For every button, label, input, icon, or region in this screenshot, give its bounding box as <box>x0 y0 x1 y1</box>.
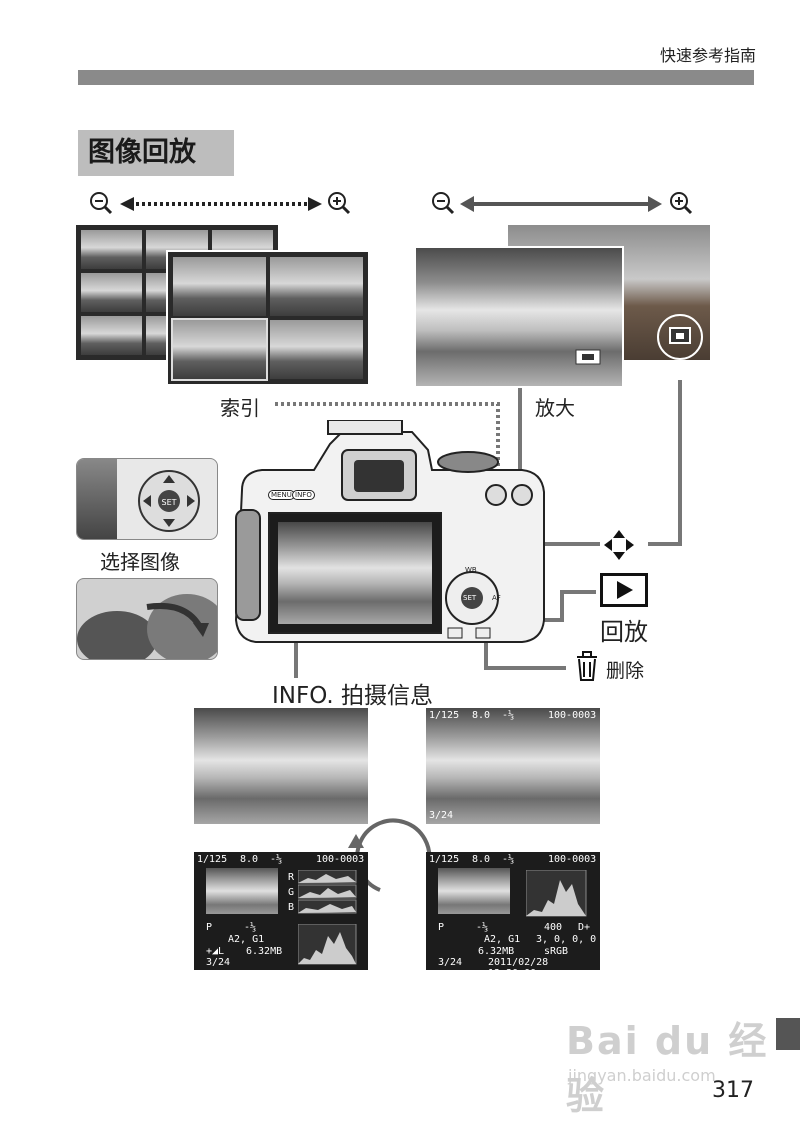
info-label: INFO. 拍摄信息 <box>272 683 434 709</box>
basic-exposure: -⅓ <box>502 710 515 721</box>
display-no-info <box>194 708 368 824</box>
rgb-folder: 100-0003 <box>316 854 365 865</box>
af-label: AF <box>492 594 501 602</box>
side-tab <box>776 1018 800 1050</box>
full-comp: -⅓ <box>476 922 489 933</box>
rgb-wb: A2, G1 <box>228 934 265 945</box>
lcd-screen <box>268 512 442 634</box>
index-grid-4 <box>166 250 370 386</box>
zoom-out-icon <box>432 192 455 215</box>
menu-button[interactable]: MENU <box>268 490 295 500</box>
info-button[interactable]: INFO <box>292 490 315 500</box>
zoom-out-icon <box>90 192 113 215</box>
trash-icon <box>577 651 597 681</box>
full-size: 6.32MB <box>478 946 515 957</box>
r-label: R <box>288 872 295 883</box>
full-wb: A2, G1 <box>484 934 521 945</box>
section-title: 图像回放 <box>78 130 234 176</box>
basic-aperture: 8.0 <box>472 710 491 721</box>
display-basic-info: 1/125 8.0 -⅓ 100-0003 3/24 <box>426 708 600 824</box>
page-number: 317 <box>712 1078 754 1103</box>
select-image-label: 选择图像 <box>100 550 180 574</box>
full-aperture: 8.0 <box>472 854 491 865</box>
full-count: 3/24 <box>438 957 463 968</box>
normal-image <box>414 246 624 388</box>
header-title: 快速参考指南 <box>659 46 756 65</box>
watermark-brand: Bai du 经验 <box>566 1019 769 1118</box>
rgb-aperture: 8.0 <box>240 854 259 865</box>
magnify-zoom-arrow <box>432 192 693 215</box>
playback-icon[interactable] <box>600 573 648 607</box>
camera-back: MENU INFO WB SET AF <box>232 420 548 652</box>
watermark-url: jingyan.baidu.com <box>568 1066 716 1085</box>
full-ps: 3, 0, 0, 0 <box>536 934 597 945</box>
zoom-in-icon <box>328 192 351 215</box>
rgb-thumb <box>206 868 278 914</box>
brightness-histogram <box>298 924 357 965</box>
index-zoom-arrow <box>90 192 351 215</box>
full-dplus: D+ <box>578 922 591 933</box>
magnify-label: 放大 <box>535 396 575 420</box>
basic-count: 3/24 <box>429 810 454 821</box>
index-label: 索引 <box>220 396 260 420</box>
header-rule <box>78 70 754 85</box>
full-mode: P <box>438 922 445 933</box>
basic-folder: 100-0003 <box>548 710 597 721</box>
set-button[interactable]: SET <box>463 594 477 602</box>
display-full-info: 1/125 8.0 -⅓ 100-0003 P -⅓ 400 D+ A2, G1… <box>426 852 600 979</box>
multi-controller-illustration: SET <box>76 458 218 540</box>
full-colorspace: sRGB <box>544 946 569 957</box>
full-exposure: -⅓ <box>502 854 515 865</box>
full-folder: 100-0003 <box>548 854 597 865</box>
basic-shutter: 1/125 <box>429 710 460 721</box>
rgb-mode: P <box>206 922 213 933</box>
rgb-count: 3/24 <box>206 957 231 968</box>
rgb-exposure: -⅓ <box>270 854 283 865</box>
rgb-quality: +◢L <box>206 946 225 957</box>
delete-label: 删除 <box>606 660 645 682</box>
rgb-comp: -⅓ <box>244 922 257 933</box>
rgb-histogram <box>298 870 357 914</box>
cross-keys-icon <box>604 530 634 560</box>
g-label: G <box>288 887 295 898</box>
b-label: B <box>288 902 295 913</box>
rgb-size: 6.32MB <box>246 946 283 957</box>
full-histogram <box>526 870 587 917</box>
full-iso: 400 <box>544 922 563 933</box>
rgb-shutter: 1/125 <box>197 854 228 865</box>
zoom-in-icon <box>670 192 693 215</box>
main-dial-illustration <box>76 578 218 660</box>
display-rgb-histogram: 1/125 8.0 -⅓ 100-0003 R G B P -⅓ A2, G1 … <box>194 852 368 970</box>
playback-label: 回放 <box>600 618 648 646</box>
full-shutter: 1/125 <box>429 854 460 865</box>
svg-text:SET: SET <box>161 498 176 507</box>
full-thumb <box>438 868 510 914</box>
wb-label: WB <box>465 566 477 574</box>
full-datetime: 2011/02/28 13:30:00 <box>488 957 549 979</box>
